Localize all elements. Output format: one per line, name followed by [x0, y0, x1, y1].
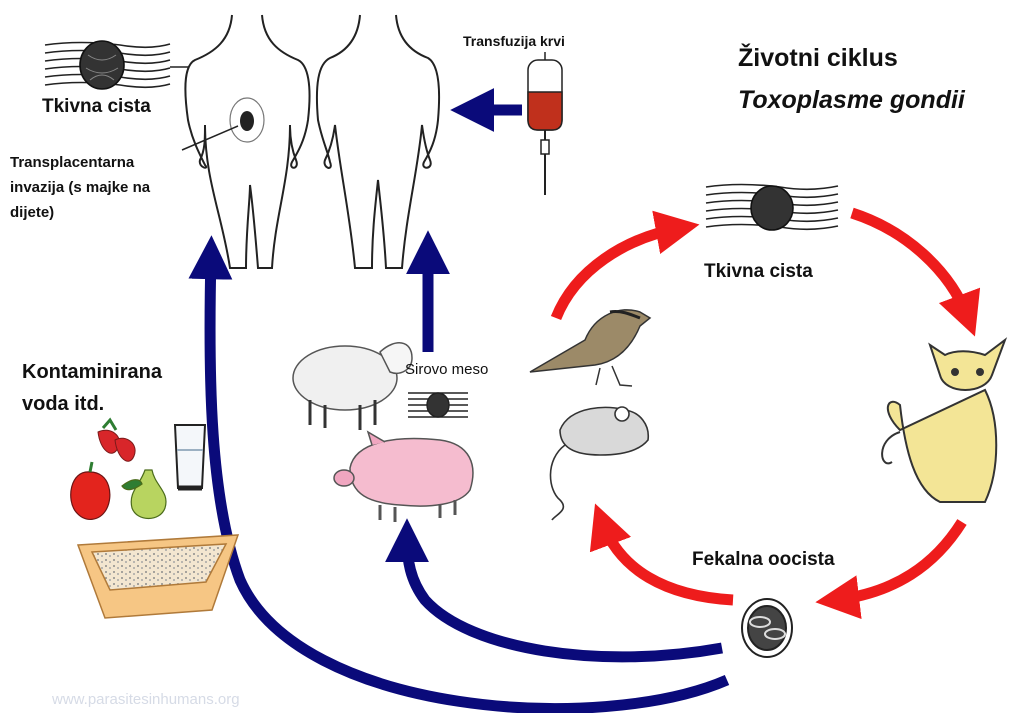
tissue-cyst-icon — [45, 41, 170, 89]
label-transplacental: Transplacentarna invazija (s majke na di… — [10, 150, 180, 225]
label-tissue-cyst-human: Tkivna cista — [42, 96, 151, 118]
cat-icon — [882, 340, 1005, 502]
watermark-text: www.parasitesinhumans.org — [51, 691, 240, 708]
arrow-oocyst-to-pig — [407, 538, 722, 657]
label-raw-meat: Sirovo meso — [405, 361, 488, 378]
diagram-subtitle: Toxoplasme gondii — [738, 86, 965, 115]
arrow-prey-to-tissue-cyst — [556, 228, 680, 318]
label-blood-transfusion: Transfuzija krvi — [463, 33, 565, 49]
fecal-oocyst-icon — [742, 599, 792, 657]
label-tissue-cyst-cycle: Tkivna cista — [704, 261, 813, 283]
label-fecal-oocyst: Fekalna oocista — [692, 549, 835, 571]
raw-meat-cyst-icon — [408, 393, 468, 417]
litter-box-icon — [78, 535, 238, 618]
human-male-figure — [317, 15, 439, 268]
strawberries-icon — [98, 420, 135, 461]
pear-icon — [122, 470, 166, 519]
tissue-cyst-cycle-icon — [706, 185, 838, 231]
pig-icon — [334, 432, 473, 522]
bird-icon — [530, 310, 650, 386]
diagram-title: Životni ciklus — [738, 44, 898, 73]
blood-transfusion-bag-icon — [528, 52, 562, 195]
mouse-icon — [550, 407, 648, 520]
sheep-icon — [293, 343, 412, 430]
arrow-cat-to-oocyst — [835, 522, 962, 600]
human-female-figure — [185, 15, 309, 268]
label-contaminated-water: Kontaminirana voda itd. — [22, 356, 202, 420]
apple-icon — [71, 462, 110, 519]
glass-of-water-icon — [175, 425, 205, 488]
arrow-tissue-cyst-to-cat — [852, 213, 968, 318]
